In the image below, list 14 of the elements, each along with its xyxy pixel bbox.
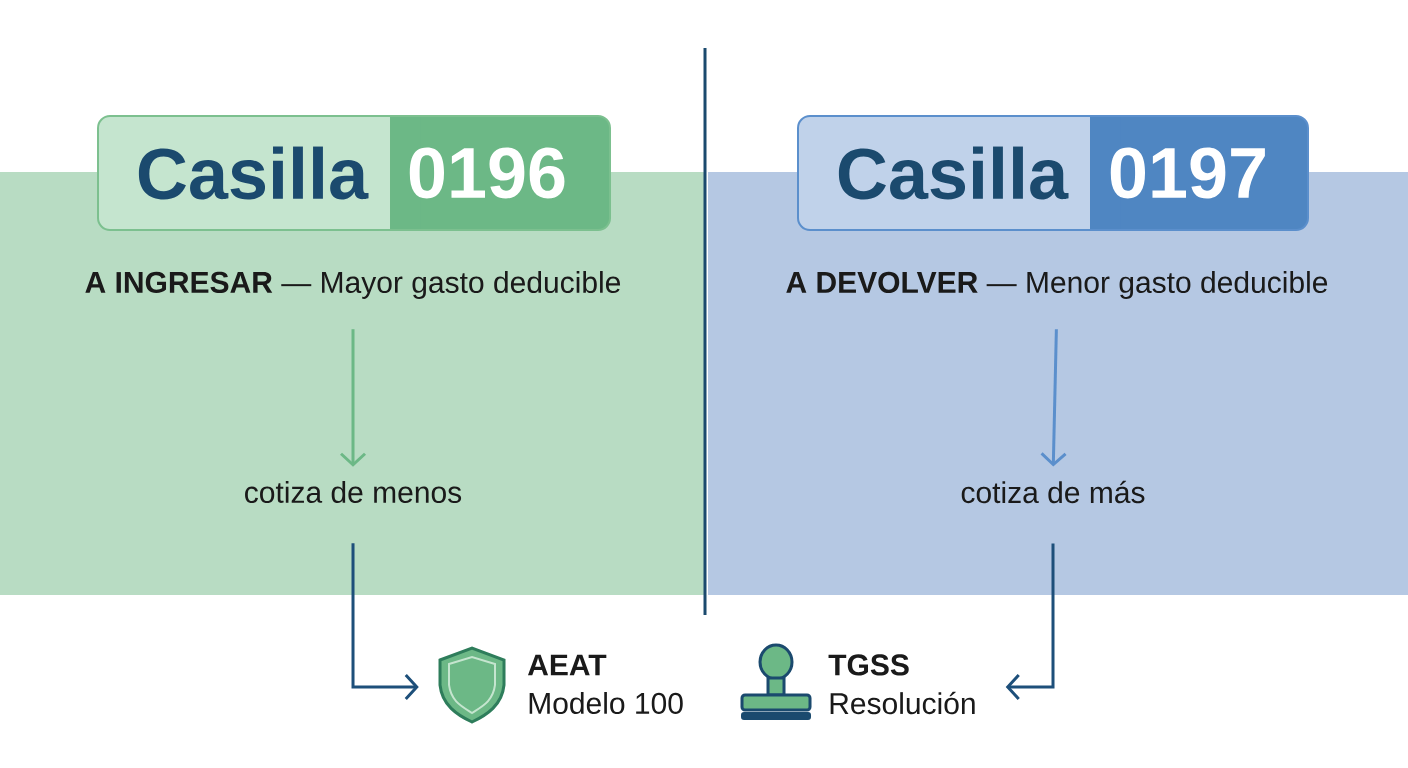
caption-text: cotiza de más (961, 480, 1145, 504)
caption-text: A INGRESAR — Mayor gasto deducible (85, 271, 621, 299)
label-text: Modelo 100 (529, 692, 683, 714)
label-text: Resolución (830, 691, 975, 715)
caption-text: cotiza de menos (245, 481, 462, 503)
label-text: TGSS (828, 654, 909, 676)
arrow (1005, 543, 1055, 700)
arrow (340, 329, 367, 467)
label-text: AEAT (527, 654, 607, 676)
label-badge: Casilla 0197 (797, 115, 1309, 231)
arrow (351, 543, 419, 700)
caption-text: A DEVOLVER — Menor gasto deducible (786, 271, 1328, 299)
arrow (1040, 329, 1067, 467)
label-badge: Casilla 0196 (97, 115, 611, 231)
